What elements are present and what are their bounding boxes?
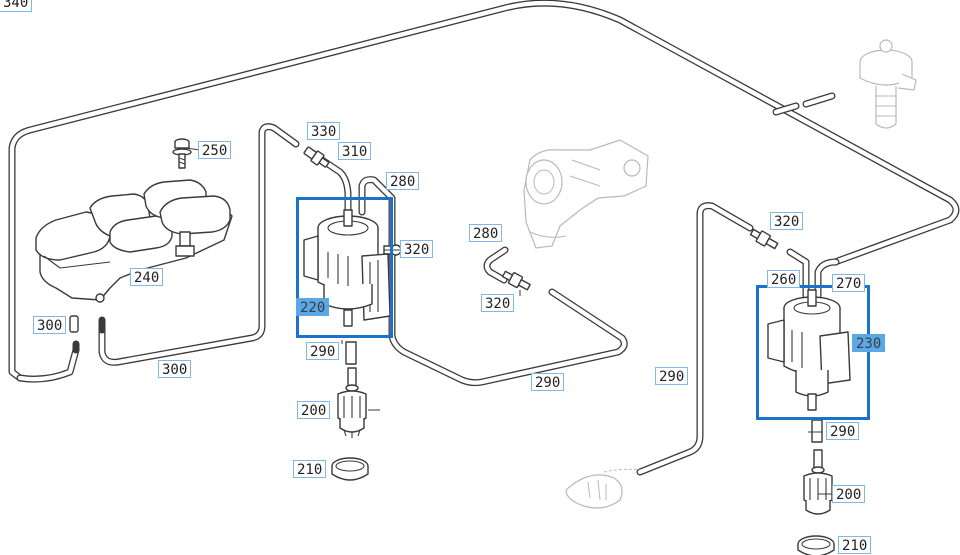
callout-200-left[interactable]: 200 (297, 401, 331, 419)
callout-250[interactable]: 250 (198, 141, 232, 159)
callout-290-230[interactable]: 290 (826, 422, 860, 440)
callout-210-right[interactable]: 210 (838, 536, 872, 554)
hose-290-230 (811, 419, 823, 443)
callout-330[interactable]: 330 (307, 122, 341, 140)
callout-300-bottom[interactable]: 300 (158, 360, 192, 378)
valve-220 (303, 209, 391, 327)
ring-210-left (331, 457, 369, 481)
sensor-200-right (803, 449, 833, 515)
callout-200-right[interactable]: 200 (832, 485, 866, 503)
ring-210-right (797, 535, 835, 555)
vacuum-pump-ghost (859, 39, 917, 129)
callout-230[interactable]: 230 (852, 334, 886, 352)
hose-290-220 (345, 341, 357, 365)
callout-320-middle[interactable]: 320 (481, 294, 515, 312)
callout-340[interactable]: 340 (0, 0, 33, 12)
selection-box-230[interactable] (756, 285, 870, 420)
callout-300-left[interactable]: 300 (33, 316, 67, 334)
callout-290-220[interactable]: 290 (306, 342, 340, 360)
callout-290-right[interactable]: 290 (655, 367, 689, 385)
brake-booster-ghost (565, 468, 641, 509)
callout-220[interactable]: 220 (296, 298, 330, 316)
turbo-ghost (523, 139, 649, 249)
leader-lines (185, 147, 832, 495)
callout-290-center[interactable]: 290 (531, 373, 565, 391)
vacuum-lines (8, 0, 960, 476)
callout-270[interactable]: 270 (832, 274, 866, 292)
callout-280-middle[interactable]: 280 (469, 224, 503, 242)
callout-240[interactable]: 240 (130, 268, 164, 286)
callout-320-left[interactable]: 320 (400, 240, 434, 258)
callout-260[interactable]: 260 (767, 270, 801, 288)
callout-310[interactable]: 310 (338, 142, 372, 160)
callout-280-upper[interactable]: 280 (386, 172, 420, 190)
selection-box-220[interactable] (296, 197, 393, 338)
sensor-200-left (337, 367, 367, 438)
reservoir-240 (35, 179, 233, 303)
valve-230 (767, 289, 851, 411)
callout-320-right[interactable]: 320 (770, 212, 804, 230)
callout-210-left[interactable]: 210 (293, 460, 327, 478)
